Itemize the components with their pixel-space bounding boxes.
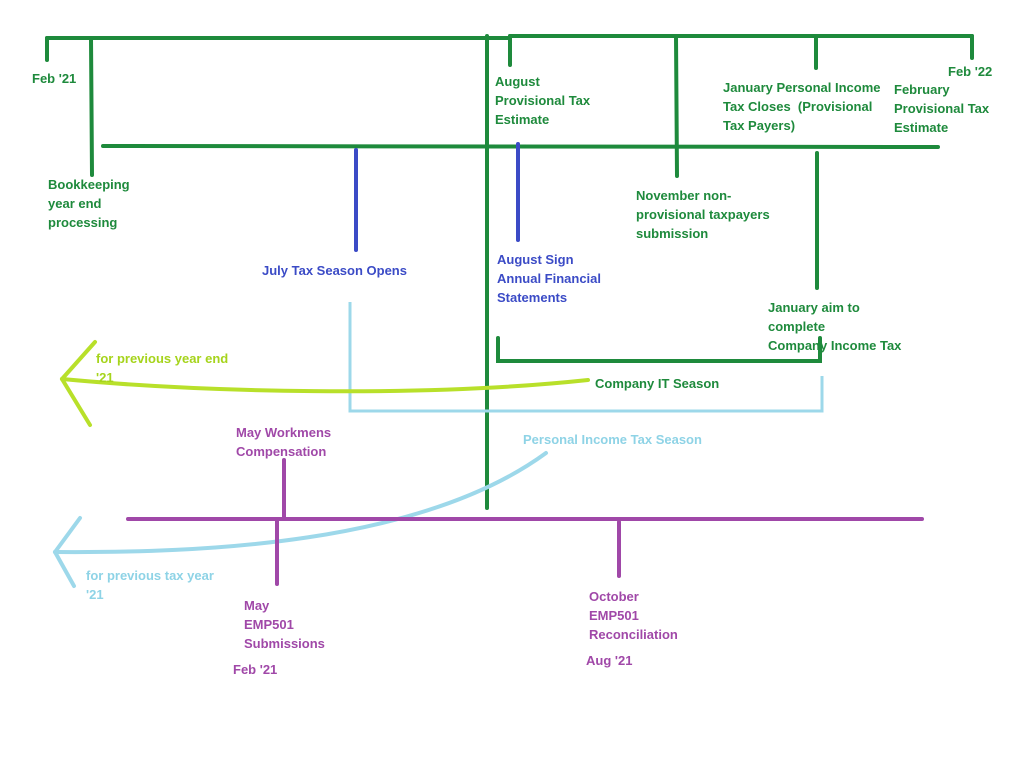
january-aim-label: January aim to complete Company Income T… [768,300,902,353]
november-connector [674,34,679,178]
bookkeeping-label: Bookkeeping year end processing [48,177,130,230]
previous-year-arrow [60,340,590,427]
feb21-top-label: Feb '21 [32,71,77,86]
purple-timeline-group [126,458,924,586]
green-timeline-group [45,34,974,510]
previous-year-end-label: for previous year end '21 [96,351,229,385]
aug21-label: Aug '21 [586,653,633,668]
may-emp501-label: May EMP501 Submissions [244,598,325,651]
july-label: July Tax Season Opens [262,263,407,278]
bookkeeping-connector [89,36,94,177]
previous-tax-year-label: for previous tax year '21 [86,568,214,602]
feb22-label: Feb '22 [948,64,993,79]
november-label: November non- provisional taxpayers subm… [636,188,770,241]
company-it-bracket [496,336,822,363]
february-provisional-label: February Provisional Tax Estimate [894,82,990,135]
august-provisional-label: August Provisional Tax Estimate [495,74,591,127]
middle-timeline [101,144,940,149]
personal-it-bracket [348,302,824,413]
august-sign-label: August Sign Annual Financial Statements [497,252,602,305]
feb21-bottom-label: Feb '21 [233,662,278,677]
may-workmens-label: May Workmens Compensation [236,425,332,459]
previous-tax-year-arrow [53,451,548,588]
company-it-season-label: Company IT Season [595,376,720,391]
blue-connectors-group [354,142,520,252]
personal-it-season-label: Personal Income Tax Season [523,432,702,447]
october-emp501-label: October EMP501 Reconciliation [589,589,678,642]
january-personal-label: January Personal Income Tax Closes (Prov… [723,80,881,133]
